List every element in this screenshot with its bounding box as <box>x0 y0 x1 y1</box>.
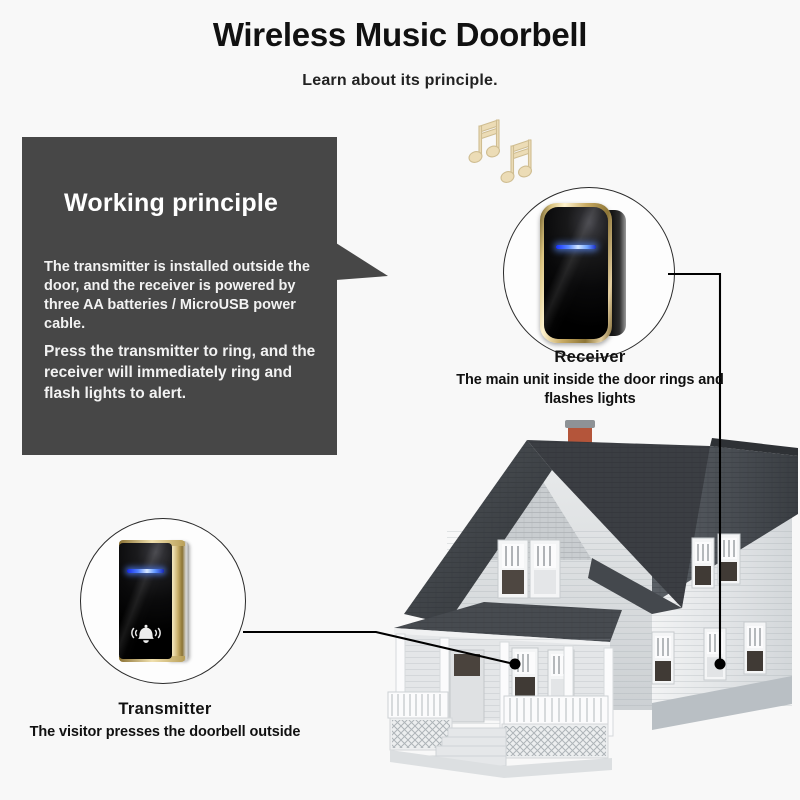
transmitter-device[interactable] <box>115 540 193 662</box>
speech-bubble-tail <box>336 243 388 280</box>
receiver-label: Receiver <box>554 348 626 366</box>
receiver-front-panel <box>544 207 608 339</box>
transmitter-gold-bottom-edge <box>119 656 185 662</box>
working-principle-box: Working principle The transmitter is ins… <box>22 137 337 455</box>
receiver-caption: Receiver The main unit inside the door r… <box>440 348 740 409</box>
receiver-led-indicator <box>556 245 596 249</box>
model-house-image <box>387 420 798 778</box>
transmitter-label: Transmitter <box>118 700 212 718</box>
working-principle-paragraph-2: Press the transmitter to ring, and the r… <box>44 343 316 402</box>
working-principle-heading: Working principle <box>64 189 279 217</box>
transmitter-led-indicator <box>127 569 164 573</box>
receiver-gold-frame <box>540 203 612 343</box>
music-notes-icon <box>468 119 533 183</box>
doorbell-bell-icon[interactable] <box>128 621 164 645</box>
receiver-gloss-highlight <box>544 207 608 339</box>
transmitter-device-side <box>168 541 189 661</box>
page-title: Wireless Music Doorbell <box>212 16 588 53</box>
receiver-device[interactable] <box>540 203 626 343</box>
working-principle-paragraph-1: The transmitter is installed outside the… <box>44 259 310 333</box>
receiver-description: The main unit inside the door rings and … <box>456 372 724 408</box>
transmitter-description: The visitor presses the doorbell outside <box>29 724 301 740</box>
transmitter-front-panel <box>119 543 172 659</box>
page-subtitle: Learn about its principle. <box>302 72 498 89</box>
transmitter-caption: Transmitter The visitor presses the door… <box>15 700 315 742</box>
